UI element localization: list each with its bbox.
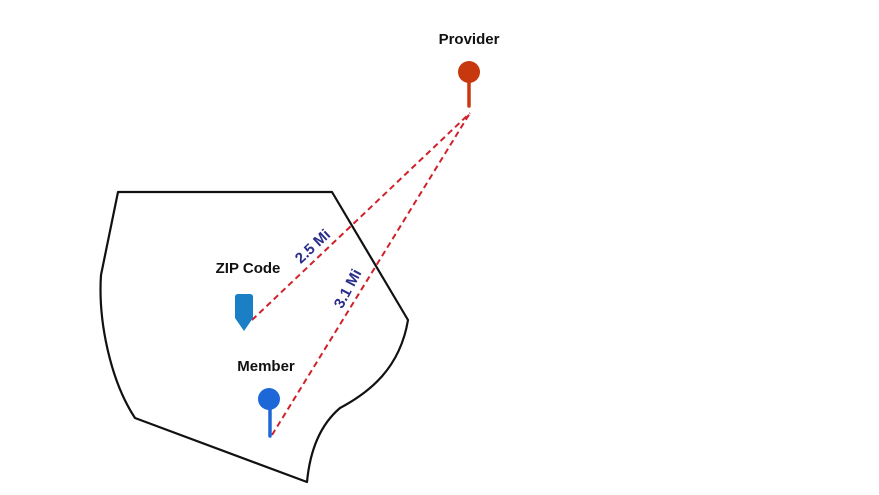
zip-marker-icon bbox=[235, 294, 253, 331]
zip-region-outline bbox=[99, 190, 410, 484]
distance-line-member-to-provider bbox=[271, 112, 471, 436]
zip-code-label: ZIP Code bbox=[216, 260, 281, 277]
provider-pin-icon bbox=[458, 61, 480, 108]
distance-label-member: 3.1 Mi bbox=[331, 266, 366, 311]
member-label: Member bbox=[237, 358, 295, 375]
distance-line-zip-to-provider bbox=[251, 112, 471, 321]
provider-label: Provider bbox=[439, 31, 500, 48]
member-pin-icon bbox=[258, 388, 280, 438]
